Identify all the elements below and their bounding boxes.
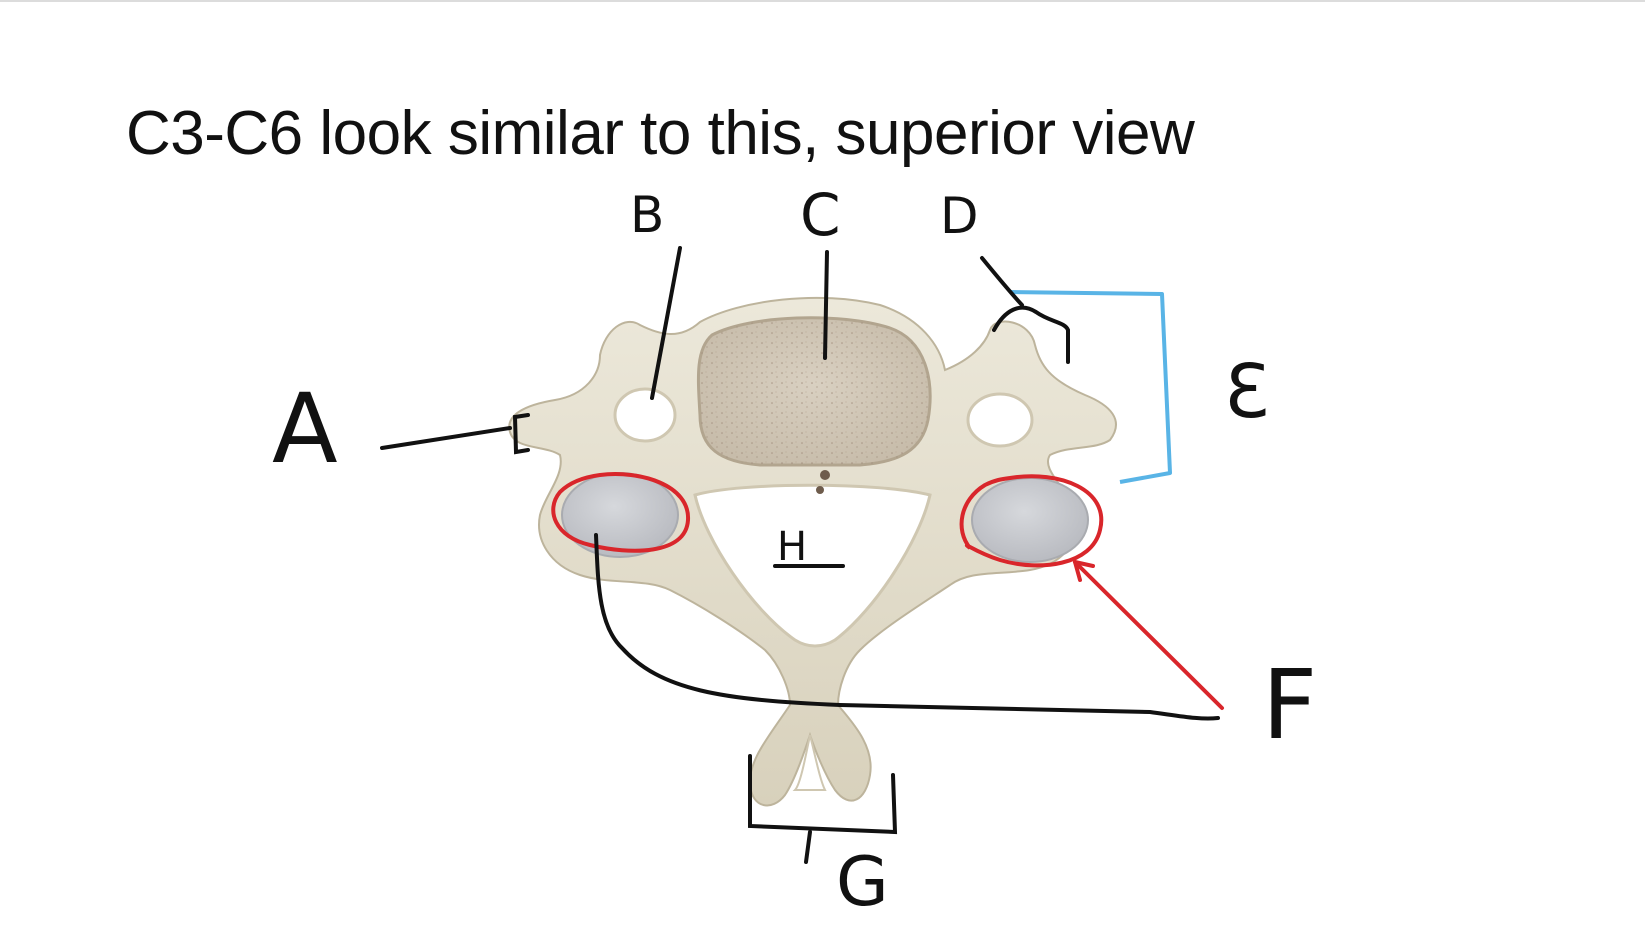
- leader-lines: [380, 246, 1220, 864]
- leader-line-d: [980, 256, 1024, 307]
- vertebral-body-texture: [698, 317, 931, 465]
- label-e: Ɛ: [1224, 349, 1269, 435]
- bracket-d: [992, 305, 1070, 364]
- transverse-foramen-right: [966, 392, 1034, 448]
- blue-bracket: [1009, 290, 1172, 484]
- label-a: A: [272, 373, 338, 485]
- red-circle-left: [551, 472, 691, 553]
- slide-title: C3-C6 look similar to this, superior vie…: [126, 99, 1195, 168]
- label-f: F: [1262, 649, 1317, 761]
- articular-facet-right: [971, 477, 1089, 563]
- red-circle-right: [959, 474, 1104, 568]
- bracket-a: [512, 413, 530, 455]
- label-d: D: [940, 187, 979, 245]
- red-arrow-line: [1073, 560, 1224, 710]
- bracket-g: [748, 754, 898, 835]
- red-annotations: [551, 472, 1224, 710]
- nutrient-foramen: [816, 486, 824, 494]
- leader-line-g: [804, 830, 812, 864]
- label-h: H: [777, 524, 807, 570]
- leader-line-c: [823, 250, 829, 360]
- label-c: C: [800, 181, 841, 249]
- leader-line-f-long: [594, 533, 1220, 721]
- label-g: G: [836, 843, 889, 922]
- spinous-process-cleft: [792, 734, 827, 791]
- nutrient-foramen: [820, 470, 830, 480]
- leader-line-b: [650, 246, 682, 400]
- label-b: B: [630, 186, 664, 244]
- top-rule: [0, 0, 1645, 2]
- leader-line-a: [380, 426, 512, 450]
- vertebra-bone: [508, 296, 1117, 807]
- red-arrow-head: [1073, 560, 1095, 582]
- articular-facet-left: [561, 472, 679, 558]
- transverse-foramen-left: [613, 387, 677, 443]
